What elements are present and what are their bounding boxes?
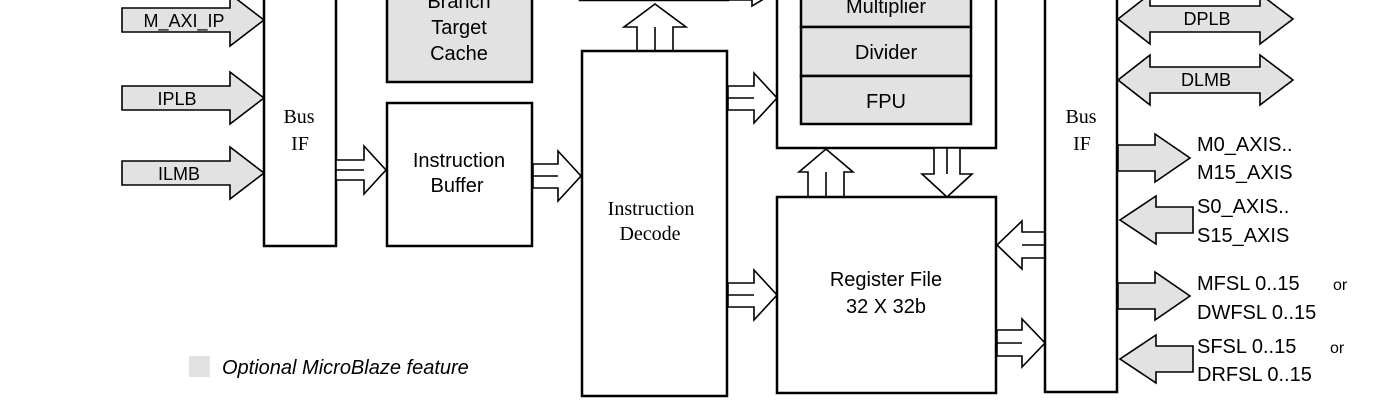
input-label-m-axi-ip: M_AXI_IP <box>143 11 224 32</box>
instruction-decode: Instruction Decode <box>580 49 729 398</box>
regfile-line2: 32 X 32b <box>846 296 926 318</box>
instruction-buffer: Instruction Buffer <box>385 101 534 248</box>
unit-fpu: FPU <box>866 91 906 113</box>
port-label-mfsl-line1: MFSL 0..15 <box>1197 273 1300 295</box>
btc-line2: Target <box>431 17 487 39</box>
right-bus-interface: Bus IF <box>1043 0 1119 394</box>
port-dlmb: DLMB <box>1116 53 1295 107</box>
decode-line2: Decode <box>619 223 680 245</box>
btc-line3: Cache <box>430 43 488 65</box>
port-label-sfsl-or: or <box>1330 340 1345 357</box>
input-arrow-ilmb: ILMB <box>121 145 266 201</box>
port-mfsl-arrow <box>1117 270 1192 322</box>
regfile-line1: Register File <box>830 269 942 291</box>
input-label-iplb: IPLB <box>157 89 196 109</box>
port-label-mfsl-or: or <box>1333 277 1348 294</box>
buffer-line1: Instruction <box>413 150 505 172</box>
buffer-line2: Buffer <box>431 175 484 197</box>
left-bus-label-line2: IF <box>291 133 309 155</box>
legend-swatch <box>189 356 210 377</box>
right-bus-label-line2: IF <box>1073 133 1091 155</box>
arrow-bus-to-regfile <box>995 219 1046 271</box>
input-arrow-m-axi-ip: M_AXI_IP <box>121 0 266 48</box>
input-label-ilmb: ILMB <box>158 164 200 184</box>
port-label-dlmb: DLMB <box>1181 70 1231 90</box>
port-dplb: DPLB <box>1116 0 1295 46</box>
branch-target-cache: Branch Target Cache <box>385 0 534 84</box>
right-bus-label-line1: Bus <box>1065 106 1096 128</box>
port-label-mfsl-line2: DWFSL 0..15 <box>1197 302 1316 324</box>
port-label-s-axis-line1: S0_AXIS.. <box>1197 196 1289 218</box>
port-label-dplb: DPLB <box>1183 9 1230 29</box>
legend-label: Optional MicroBlaze feature <box>222 357 469 379</box>
btc-line1: Branch <box>427 0 490 13</box>
register-file: Register File 32 X 32b <box>775 195 998 395</box>
port-label-sfsl-line2: DRFSL 0..15 <box>1197 364 1312 386</box>
port-label-m-axis-line2: M15_AXIS <box>1197 162 1293 184</box>
left-bus-interface: Bus IF <box>262 0 338 248</box>
decode-line1: Instruction <box>608 198 695 220</box>
legend: Optional MicroBlaze feature <box>189 356 469 379</box>
input-arrow-iplb: IPLB <box>121 70 266 126</box>
unit-multiplier: Multiplier <box>846 0 926 18</box>
execution-units: Multiplier Divider FPU <box>775 0 998 150</box>
left-bus-label-line1: Bus <box>283 106 314 128</box>
port-sfsl-arrow <box>1118 333 1194 385</box>
arrow-top-right-stub <box>727 0 764 8</box>
port-m-axis-arrow <box>1117 132 1192 184</box>
port-s-axis-arrow <box>1118 194 1194 246</box>
port-label-m-axis-line1: M0_AXIS.. <box>1197 134 1293 156</box>
port-label-sfsl-line1: SFSL 0..15 <box>1197 336 1296 358</box>
port-label-s-axis-line2: S15_AXIS <box>1197 225 1289 247</box>
unit-divider: Divider <box>855 42 918 64</box>
